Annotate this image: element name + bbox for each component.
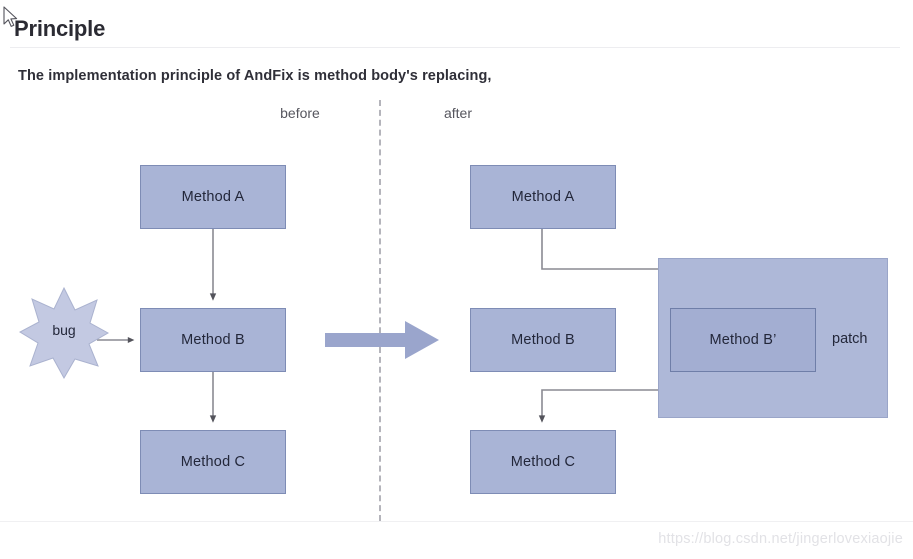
- header-divider: [10, 47, 900, 48]
- transform-arrow-icon: [325, 321, 439, 359]
- bug-star-icon: [18, 286, 110, 380]
- before-after-divider: [379, 100, 381, 521]
- method-box-c-before: Method C: [140, 430, 286, 494]
- footer-divider: [0, 521, 913, 522]
- method-box-b-after: Method B: [470, 308, 616, 372]
- method-box-b-prime: Method B’: [670, 308, 816, 372]
- method-box-b-before: Method B: [140, 308, 286, 372]
- method-box-a-before: Method A: [140, 165, 286, 229]
- method-box-c-after: Method C: [470, 430, 616, 494]
- column-label-after: after: [443, 105, 473, 121]
- watermark-text: https://blog.csdn.net/jingerlovexiaojie: [658, 531, 903, 547]
- patch-label: patch: [832, 331, 868, 347]
- page-title: Principle: [14, 16, 106, 41]
- method-box-a-after: Method A: [470, 165, 616, 229]
- page-subtitle: The implementation principle of AndFix i…: [18, 68, 492, 84]
- column-label-before: before: [280, 105, 320, 121]
